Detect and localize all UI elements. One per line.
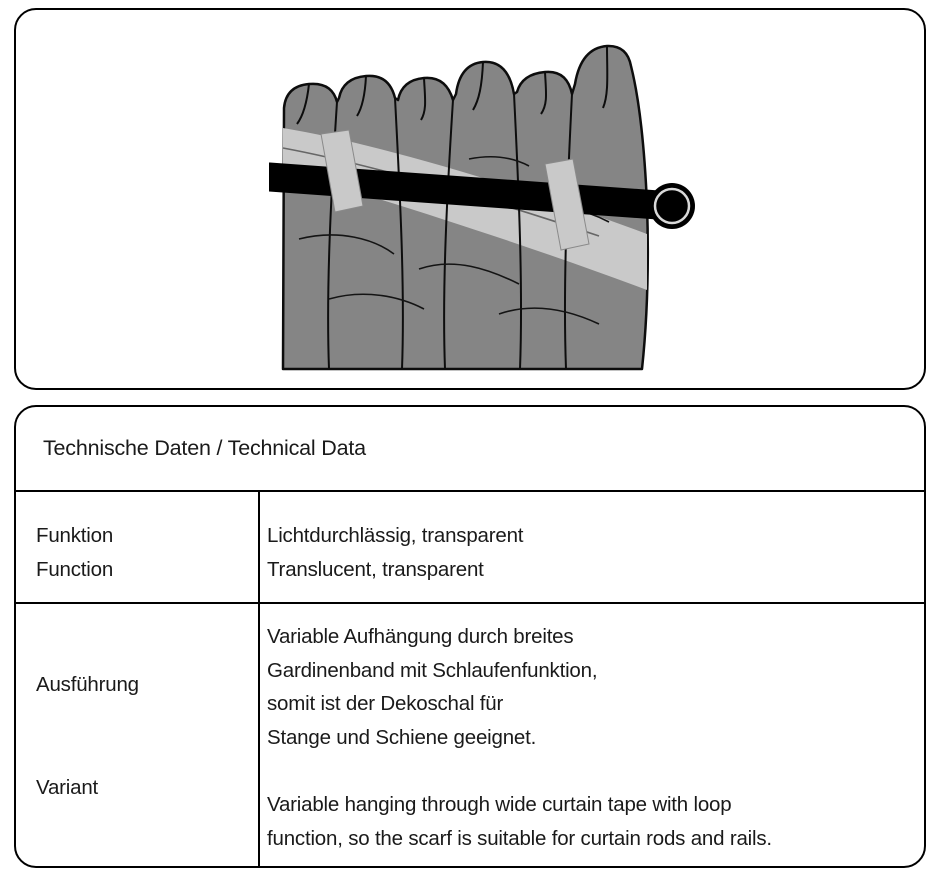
value-line: Variable hanging through wide curtain ta… (267, 793, 732, 816)
label-en: Variant (36, 775, 99, 799)
table-title: Technische Daten / Technical Data (16, 407, 924, 492)
tape-loop-left (320, 129, 364, 213)
curtain-illustration (269, 44, 695, 371)
illustration-panel (14, 8, 926, 390)
function-label-cell: Funktion Function (16, 492, 258, 602)
tape-loop-right (544, 158, 590, 251)
label-de: Funktion (36, 524, 114, 547)
value-line: Variable Aufhängung durch breites (267, 625, 574, 648)
variant-value-cell: Variable Aufhängung durch breites Gardin… (258, 604, 924, 866)
value-line: function, so the scarf is suitable for c… (267, 826, 772, 850)
value-line: somit ist der Dekoschal für (267, 692, 504, 715)
technical-data-panel: Technische Daten / Technical Data Funkti… (14, 405, 926, 868)
table-row-function: Funktion Function Lichtdurchlässig, tran… (16, 492, 924, 604)
rod-end-cap-ring (653, 187, 691, 225)
curtain-crease-lines (296, 45, 609, 370)
label-de: Ausführung (36, 673, 139, 696)
value-de: Lichtdurchlässig, transparent (267, 524, 524, 547)
table-row-variant: Ausführung Variant Variable Aufhängung d… (16, 604, 924, 866)
variant-description-german: Variable Aufhängung durch breites Gardin… (267, 620, 916, 754)
variant-label-cell: Ausführung Variant (16, 604, 258, 866)
value-line: Gardinenband mit Schlaufenfunktion, (267, 658, 598, 682)
variant-description-english: Variable hanging through wide curtain ta… (267, 788, 916, 855)
value-en: Translucent, transparent (267, 557, 484, 581)
function-value-cell: Lichtdurchlässig, transparent Translucen… (258, 492, 924, 602)
label-en: Function (36, 557, 114, 581)
value-line: Stange und Schiene geeignet. (267, 725, 537, 749)
